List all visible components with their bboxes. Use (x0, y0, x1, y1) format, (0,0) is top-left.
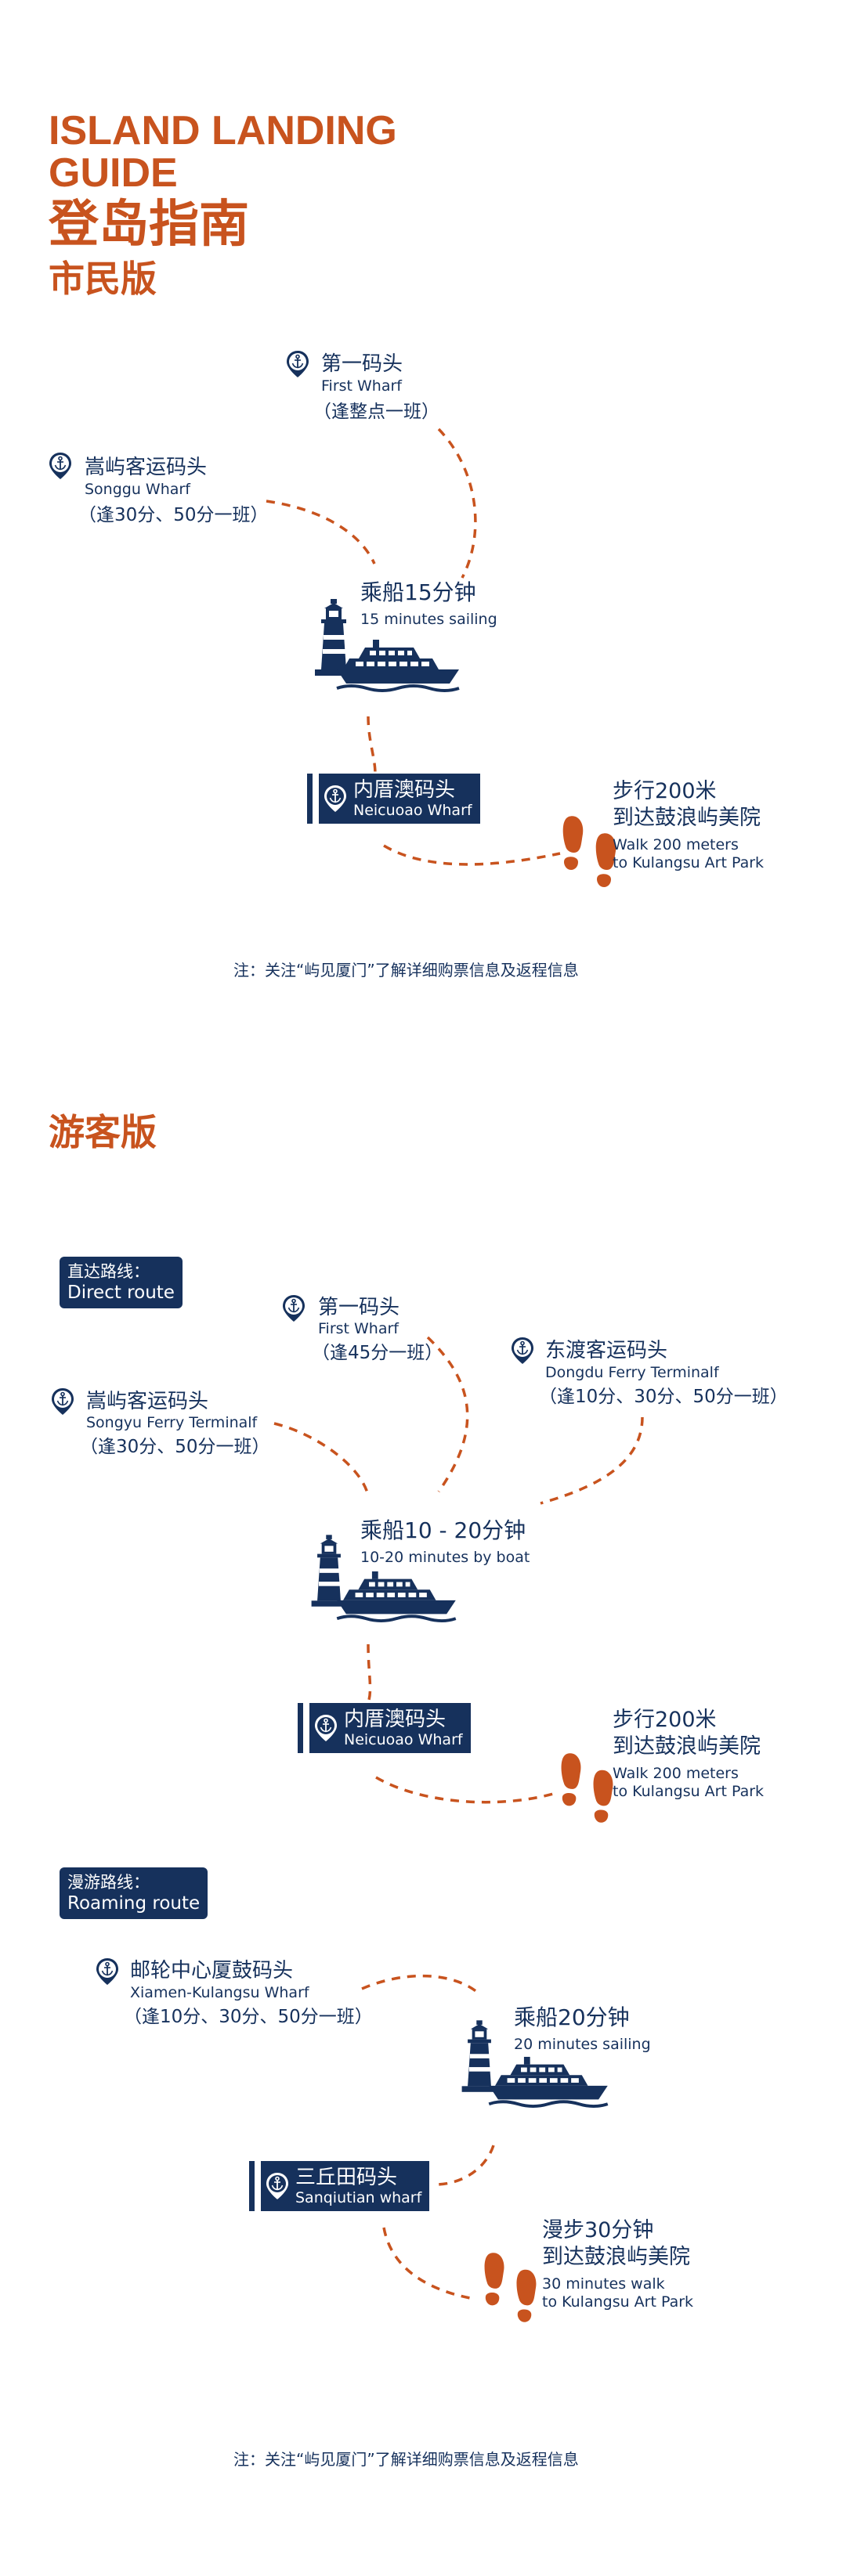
title-cn: 登岛指南 (49, 196, 249, 254)
songgu-wharf-en: Songgu Wharf (85, 481, 190, 498)
direct-route-en: Direct route (67, 1283, 175, 1303)
roaming-route-en: Roaming route (67, 1893, 201, 1914)
anchor-pin-icon (51, 1387, 74, 1416)
t-walk-cn1: 步行200米 (613, 1708, 717, 1732)
songyu-note: （逢30分、50分一班） (80, 1437, 270, 1457)
dongdu-en: Dongdu Ferry Terminalf (545, 1364, 719, 1381)
first-wharf-cn: 第一码头 (321, 352, 403, 376)
ferry-icon (335, 638, 461, 692)
stroll-cn1: 漫步30分钟 (542, 2218, 654, 2242)
songyu-cn: 嵩屿客运码头 (86, 1390, 209, 1413)
dongdu-note: （逢10分、30分、50分一班） (539, 1387, 788, 1407)
lighthouse-icon (461, 2020, 497, 2092)
t-walk-en2: to Kulangsu Art Park (613, 1783, 765, 1800)
title-en-line1: ISLAND LANDING (49, 108, 397, 153)
xiamen-wharf-note: （逢10分、30分、50分一班） (124, 2007, 373, 2027)
t-sailing-en: 10-20 minutes by boat (360, 1549, 530, 1566)
roaming-route-cn: 漫游路线： (67, 1873, 150, 1892)
lighthouse-icon (311, 1535, 347, 1607)
t-neicuoao-cn: 内厝澳码头 (344, 1708, 446, 1731)
stroll-cn2: 到达鼓浪屿美院 (542, 2245, 690, 2269)
sanqiutian-cn: 三丘田码头 (295, 2166, 398, 2189)
title-en-line2: GUIDE (49, 150, 178, 196)
neicuoao-cn: 内厝澳码头 (353, 778, 456, 802)
walk-cn2: 到达鼓浪屿美院 (613, 806, 761, 830)
roaming-route-tag: 漫游路线： Roaming route (60, 1867, 208, 1919)
first-wharf-note: （逢整点一班） (313, 402, 439, 422)
t-sailing-cn: 乘船10 - 20分钟 (360, 1517, 526, 1543)
footprints-icon (484, 2253, 537, 2322)
songgu-wharf-cn: 嵩屿客运码头 (85, 456, 208, 479)
anchor-pin-icon (314, 1714, 338, 1742)
xiamen-wharf-en: Xiamen-Kulangsu Wharf (130, 1984, 309, 2001)
t-first-wharf-en: First Wharf (318, 1320, 399, 1337)
t-walk-en1: Walk 200 meters (613, 1765, 739, 1782)
citizen-footnote: 注：关注“屿见厦门”了解详细购票信息及返程信息 (233, 961, 579, 980)
songyu-en: Songyu Ferry Terminalf (86, 1414, 258, 1431)
sailing-cn: 乘船15分钟 (360, 579, 476, 605)
anchor-pin-icon (49, 452, 72, 480)
stroll-en1: 30 minutes walk (542, 2275, 665, 2293)
sanqiutian-label: 三丘田码头 Sanqiutian wharf (249, 2161, 430, 2211)
anchor-pin-icon (511, 1337, 534, 1365)
t-neicuoao-en: Neicuoao Wharf (344, 1731, 463, 1748)
direct-route-tag: 直达路线： Direct route (60, 1257, 183, 1308)
songgu-wharf-note: （逢30分、50分一班） (78, 505, 269, 525)
tourist-title: 游客版 (49, 1111, 157, 1153)
anchor-pin-icon (96, 1957, 119, 1986)
ferry-icon (487, 2055, 609, 2109)
anchor-pin-icon (324, 785, 347, 813)
neicuoao-label: 内厝澳码头 Neicuoao Wharf (307, 774, 480, 824)
walk-en1: Walk 200 meters (613, 836, 739, 853)
stroll-en2: to Kulangsu Art Park (542, 2293, 694, 2311)
sailing2-cn: 乘船20分钟 (514, 2004, 630, 2030)
t-first-wharf-note: （逢45分一班） (312, 1343, 443, 1363)
tourist-footnote: 注：关注“屿见厦门”了解详细购票信息及返程信息 (233, 2450, 579, 2469)
sailing-en: 15 minutes sailing (360, 611, 497, 628)
footprints-icon (562, 816, 616, 887)
direct-route-cn: 直达路线： (67, 1262, 150, 1281)
footprints-icon (561, 1753, 613, 1823)
neicuoao-en: Neicuoao Wharf (353, 802, 472, 819)
t-neicuoao-label: 内厝澳码头 Neicuoao Wharf (298, 1703, 471, 1753)
first-wharf-en: First Wharf (321, 377, 402, 395)
citizen-title: 市民版 (49, 258, 157, 300)
anchor-pin-icon (282, 1294, 306, 1322)
sailing2-en: 20 minutes sailing (514, 2036, 651, 2053)
t-walk-cn2: 到达鼓浪屿美院 (613, 1734, 761, 1759)
dongdu-cn: 东渡客运码头 (545, 1339, 668, 1362)
walk-cn1: 步行200米 (613, 779, 717, 803)
anchor-pin-icon (286, 350, 309, 378)
walk-en2: to Kulangsu Art Park (613, 854, 765, 871)
t-first-wharf-cn: 第一码头 (318, 1296, 400, 1319)
sanqiutian-en: Sanqiutian wharf (295, 2189, 422, 2206)
anchor-pin-icon (266, 2172, 289, 2200)
ferry-icon (335, 1570, 457, 1623)
xiamen-wharf-cn: 邮轮中心厦鼓码头 (130, 1959, 294, 1983)
